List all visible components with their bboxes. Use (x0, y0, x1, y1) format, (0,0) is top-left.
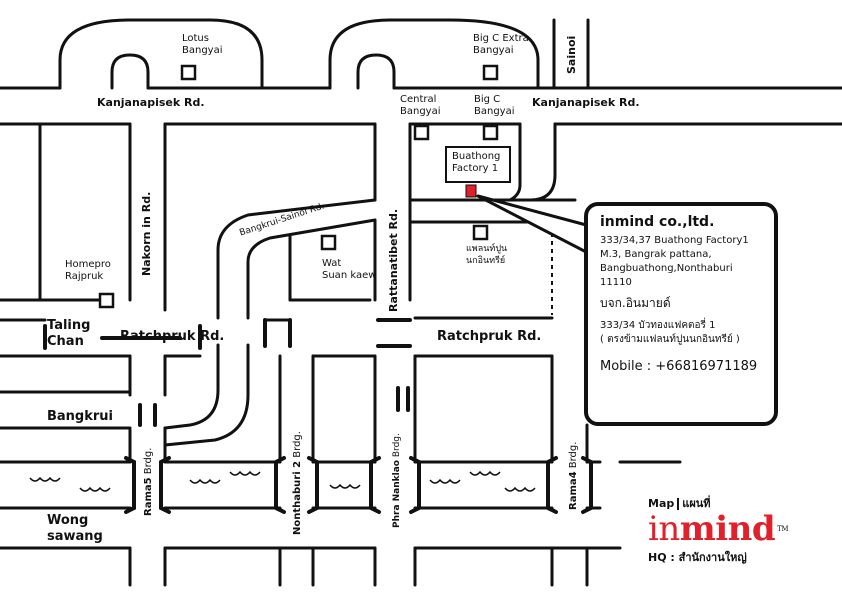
bigc-extra-marker-box (482, 64, 499, 81)
river-wave (329, 483, 361, 489)
bridge-label-rama5: Rama5 Brdg. (143, 447, 154, 516)
river-wave (79, 486, 111, 492)
bridge-label-nonthaburi2: Nonthaburi 2 Brdg. (292, 431, 303, 535)
road-label-taling: Taling (47, 318, 91, 333)
bangkrui-sainoi-road (216, 198, 377, 320)
road-label-wong: Wong (47, 513, 89, 528)
company-name-thai: บจก.อินมายด์ (600, 296, 671, 310)
landmark-plant: แพลนท์ปูนนกอินทรีย์ (466, 244, 508, 266)
bridge-label-rama4: Rama4 Brdg. (568, 441, 579, 510)
hq-label: HQ : สำนักงานใหญ่ (648, 551, 747, 564)
river-wave (504, 486, 536, 492)
river-wave (29, 476, 61, 482)
loop-road-left-inner (110, 53, 150, 90)
road-label-nakorn-in: Nakorn in Rd. (140, 191, 153, 276)
road-label-rattanatibet: Rattanatibet Rd. (387, 208, 400, 312)
road-label-ratchpruk-left: Ratchpruk Rd. (120, 329, 225, 344)
road-label-chan: Chan (47, 334, 84, 349)
factory-box (445, 146, 511, 183)
river-wave (469, 470, 501, 476)
road-label-sawang: sawang (47, 529, 103, 544)
factory-red-marker (465, 184, 477, 198)
homepro-marker-box (98, 292, 115, 309)
loop-road-left (58, 18, 264, 90)
address-en: 333/34,37 Buathong Factory1 M.3, Bangrak… (600, 235, 749, 288)
road-label-kanjanapisek-left: Kanjanapisek Rd. (97, 96, 205, 109)
road-label-ratchpruk-right: Ratchpruk Rd. (437, 329, 542, 344)
wat-marker-box (320, 234, 337, 251)
central-marker-box (413, 124, 430, 141)
mobile-number[interactable]: Mobile : +66816971189 (600, 359, 758, 374)
address-thai: 333/34 บัวทองแฟคตอรี่ 1 ( ตรงข้ามแฟลนท์ป… (600, 320, 740, 345)
river-wave (189, 478, 221, 484)
river-wave (429, 478, 461, 484)
bigc-marker-box (482, 124, 499, 141)
road-label-bangkrui: Bangkrui (47, 409, 114, 424)
bridge-label-phra-nanklao: Phra Nanklao Brdg. (392, 433, 402, 528)
company-info-box: inmind co.,ltd. 333/34,37 Buathong Facto… (584, 202, 778, 426)
lotus-marker-box (180, 64, 197, 81)
company-name: inmind co.,ltd. (600, 214, 715, 230)
loop-road-right (328, 18, 540, 90)
road-label-sainoi: Sainoi (565, 35, 578, 74)
river-wave (229, 470, 261, 476)
road-label-kanjanapisek-right: Kanjanapisek Rd. (532, 96, 640, 109)
plant-marker-box (472, 224, 489, 241)
loop-road-right-inner (356, 53, 396, 90)
